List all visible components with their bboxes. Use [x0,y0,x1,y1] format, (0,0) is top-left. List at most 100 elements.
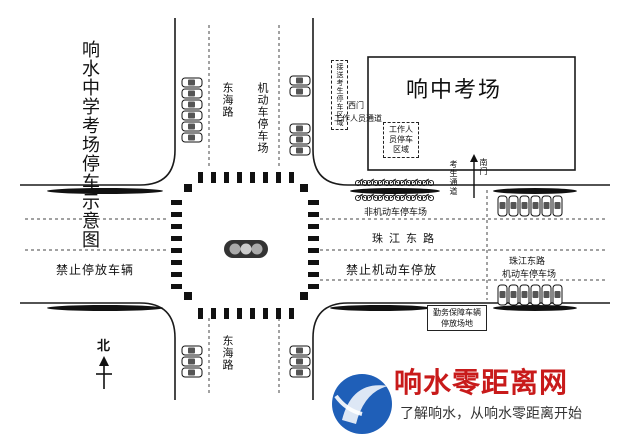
bicycle-icon [420,178,435,187]
crosswalk-stripe [308,200,319,205]
crosswalk-stripe [171,212,182,217]
car-icon [181,367,203,378]
car-icon [289,134,311,145]
crosswalk-stripe [198,308,203,319]
watermark-slogan: 了解响水，从响水零距离开始 [400,406,582,422]
parked-bicycles [354,178,435,202]
crosswalk-stripe [276,308,281,319]
car-icon [530,284,541,306]
crosswalk-stripe [308,248,319,253]
crosswalk-stripe [198,172,203,183]
car-icon [181,356,203,367]
motor-parking-label: 机动车停车场 [256,82,269,154]
car-icon [289,75,311,86]
bicycle-icon [376,178,391,187]
crosswalk-stripe [171,260,182,265]
crosswalk-stripe [211,172,216,183]
corner-marker [184,292,192,300]
crosswalk-stripe [289,308,294,319]
north-label: 北 [97,339,111,354]
corner-marker [300,184,308,192]
road-edge-upper-right [312,18,610,186]
road-edge-lower-right [312,302,610,400]
crosswalk-stripe [308,272,319,277]
road-label-donghai-north: 东海路 [221,82,234,118]
bicycle-icon [409,193,424,202]
car-icon [497,195,508,217]
staff-passage-label: 工作人员通道 [334,114,382,123]
staff-parking-label: 工作人员停车区域 [383,122,419,158]
median-west-bottom [47,305,163,311]
bicycle-icon [409,178,424,187]
pickup-parking-label: 接送考生停车区域 [331,60,348,130]
crosswalk-stripe [276,172,281,183]
median-east-top-1 [350,188,440,194]
crosswalk-stripe [263,308,268,319]
car-icon [289,86,311,97]
no-parking-label: 禁止停放车辆 [56,263,135,277]
crosswalk-stripe [308,224,319,229]
car-icon [289,123,311,134]
car-icon [181,132,203,143]
car-icon [181,121,203,132]
corner-marker [300,292,308,300]
corner-marker [184,184,192,192]
road-edge-lower-left [20,302,176,400]
crosswalk-stripe [211,308,216,319]
crosswalk-stripe [224,308,229,319]
crosswalk-stripe [289,172,294,183]
crosswalk-stripe [237,308,242,319]
car-icon [497,284,508,306]
bicycle-icon [354,193,369,202]
no-motor-parking-label: 禁止机动车停放 [346,263,438,277]
bicycle-icon [354,178,369,187]
crosswalk-stripe [308,236,319,241]
bicycle-icon [387,178,402,187]
crosswalk-stripe [224,172,229,183]
zhujiang-parking-line2: 机动车停车场 [502,270,557,280]
car-icon [541,195,552,217]
crosswalk-stripe [171,224,182,229]
median-east-bottom-2 [493,305,577,311]
west-gate-label: 西门 [348,101,364,110]
car-icon [530,195,541,217]
car-icon [552,195,563,217]
north-arrow-icon [96,356,112,389]
crosswalks [171,172,319,319]
median-west-top [47,188,163,194]
road-label-donghai-south: 东海路 [221,335,234,371]
car-icon [289,345,311,356]
nonmotor-parking-label: 非机动车停车场 [364,208,428,218]
crosswalk-stripe [308,212,319,217]
site-logo-icon [332,374,392,434]
car-icon [289,367,311,378]
car-icon [181,99,203,110]
road-label-zhujiang: 珠江东路 [372,232,440,245]
crosswalk-stripe [308,284,319,289]
parked-cars [181,75,563,378]
car-icon [181,88,203,99]
crosswalk-stripe [171,236,182,241]
car-icon [508,195,519,217]
south-gate-label: 南门 [479,158,488,176]
car-icon [519,284,530,306]
crosswalk-stripe [171,284,182,289]
crosswalk-stripe [171,200,182,205]
median-east-bottom [330,305,430,311]
car-icon [289,356,311,367]
median-east-top-2 [493,188,577,194]
road-edge-upper-left [20,18,176,186]
car-icon [541,284,552,306]
crosswalk-stripe [308,260,319,265]
bicycle-icon [376,193,391,202]
map-title: 响水中学考场停车示意图 [79,40,100,249]
car-icon [289,145,311,156]
car-icon [181,345,203,356]
crosswalk-stripe [237,172,242,183]
bicycle-icon [365,193,380,202]
bicycle-icon [398,193,413,202]
car-icon [519,195,530,217]
crosswalk-stripe [171,248,182,253]
service-parking-label: 勤务保障车辆停放场地 [427,305,487,331]
